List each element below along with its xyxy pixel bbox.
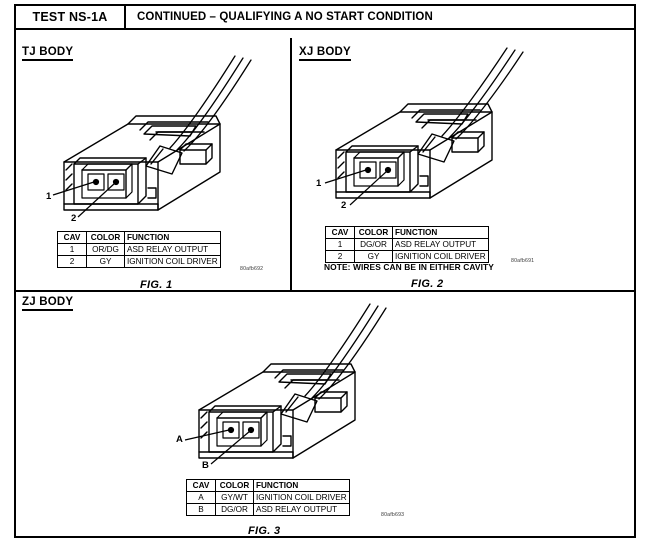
callout-tj-2: 2	[71, 213, 77, 224]
cell-color: DG/OR	[215, 503, 254, 516]
panel-heading-zj: ZJ BODY	[22, 296, 74, 311]
column-header-function: FUNCTION	[124, 231, 221, 244]
column-header-cav: CAV	[325, 226, 355, 239]
page-title: CONTINUED – QUALIFYING A NO START CONDIT…	[137, 11, 433, 23]
cavity-table-tj: CAV COLOR FUNCTION 1 OR/DG ASD RELAY OUT…	[57, 231, 221, 268]
table-row: 1 DG/OR ASD RELAY OUTPUT	[325, 238, 489, 251]
column-header-color: COLOR	[354, 226, 393, 239]
table-row: 1 OR/DG ASD RELAY OUTPUT	[57, 243, 221, 256]
cell-function: ASD RELAY OUTPUT	[392, 238, 489, 251]
column-header-function: FUNCTION	[392, 226, 489, 239]
cell-cav: B	[186, 503, 216, 516]
panel-heading-tj: TJ BODY	[22, 46, 74, 61]
column-header-cav: CAV	[57, 231, 87, 244]
column-header-cav: CAV	[186, 479, 216, 492]
cell-color: GY/WT	[215, 491, 254, 504]
callout-tj-1: 1	[46, 191, 52, 202]
cell-color: DG/OR	[354, 238, 393, 251]
cell-color: OR/DG	[86, 243, 125, 256]
cell-function: IGNITION COIL DRIVER	[124, 255, 221, 268]
callout-xj-1: 1	[316, 178, 322, 189]
connector-drawing-xj	[296, 40, 546, 230]
callout-zj-b: B	[202, 460, 209, 471]
callout-xj-2: 2	[341, 200, 347, 211]
cell-cav: 1	[325, 238, 355, 251]
connector-drawing-tj	[20, 40, 280, 235]
column-header-function: FUNCTION	[253, 479, 350, 492]
figure-caption-1: FIG. 1	[140, 279, 173, 291]
cell-color: GY	[86, 255, 125, 268]
figure-caption-2: FIG. 2	[411, 278, 444, 290]
table-row: 2 GY IGNITION COIL DRIVER	[57, 255, 221, 268]
cell-function: IGNITION COIL DRIVER	[392, 250, 489, 263]
artifact-code-1: 80afb692	[240, 266, 264, 272]
cell-cav: 1	[57, 243, 87, 256]
cell-function: IGNITION COIL DRIVER	[253, 491, 350, 504]
cell-function: ASD RELAY OUTPUT	[253, 503, 350, 516]
callout-zj-a: A	[176, 434, 183, 445]
table-header-row: CAV COLOR FUNCTION	[186, 479, 350, 492]
column-header-color: COLOR	[215, 479, 254, 492]
table-row: 2 GY IGNITION COIL DRIVER	[325, 250, 489, 263]
cavity-table-zj: CAV COLOR FUNCTION A GY/WT IGNITION COIL…	[186, 479, 350, 516]
cell-cav: A	[186, 491, 216, 504]
cavity-table-xj: CAV COLOR FUNCTION 1 DG/OR ASD RELAY OUT…	[325, 226, 489, 263]
panel-heading-xj: XJ BODY	[299, 46, 351, 61]
cell-color: GY	[354, 250, 393, 263]
panel-divider-vertical	[290, 38, 292, 290]
content-frame	[14, 30, 636, 538]
column-header-color: COLOR	[86, 231, 125, 244]
test-code-label: TEST NS-1A	[16, 6, 126, 28]
table-row: A GY/WT IGNITION COIL DRIVER	[186, 491, 350, 504]
table-row: B DG/OR ASD RELAY OUTPUT	[186, 503, 350, 516]
connector-drawing-zj	[155, 292, 415, 487]
artifact-code-2: 80afb691	[511, 258, 535, 264]
cell-cav: 2	[57, 255, 87, 268]
artifact-code-3: 80afb693	[381, 512, 405, 518]
note-xj: NOTE: WIRES CAN BE IN EITHER CAVITY	[324, 262, 494, 272]
table-header-row: CAV COLOR FUNCTION	[325, 226, 489, 239]
panel-divider-horizontal	[14, 290, 636, 292]
cell-cav: 2	[325, 250, 355, 263]
figure-caption-3: FIG. 3	[248, 525, 281, 537]
page-header: TEST NS-1A CONTINUED – QUALIFYING A NO S…	[14, 4, 636, 30]
table-header-row: CAV COLOR FUNCTION	[57, 231, 221, 244]
cell-function: ASD RELAY OUTPUT	[124, 243, 221, 256]
